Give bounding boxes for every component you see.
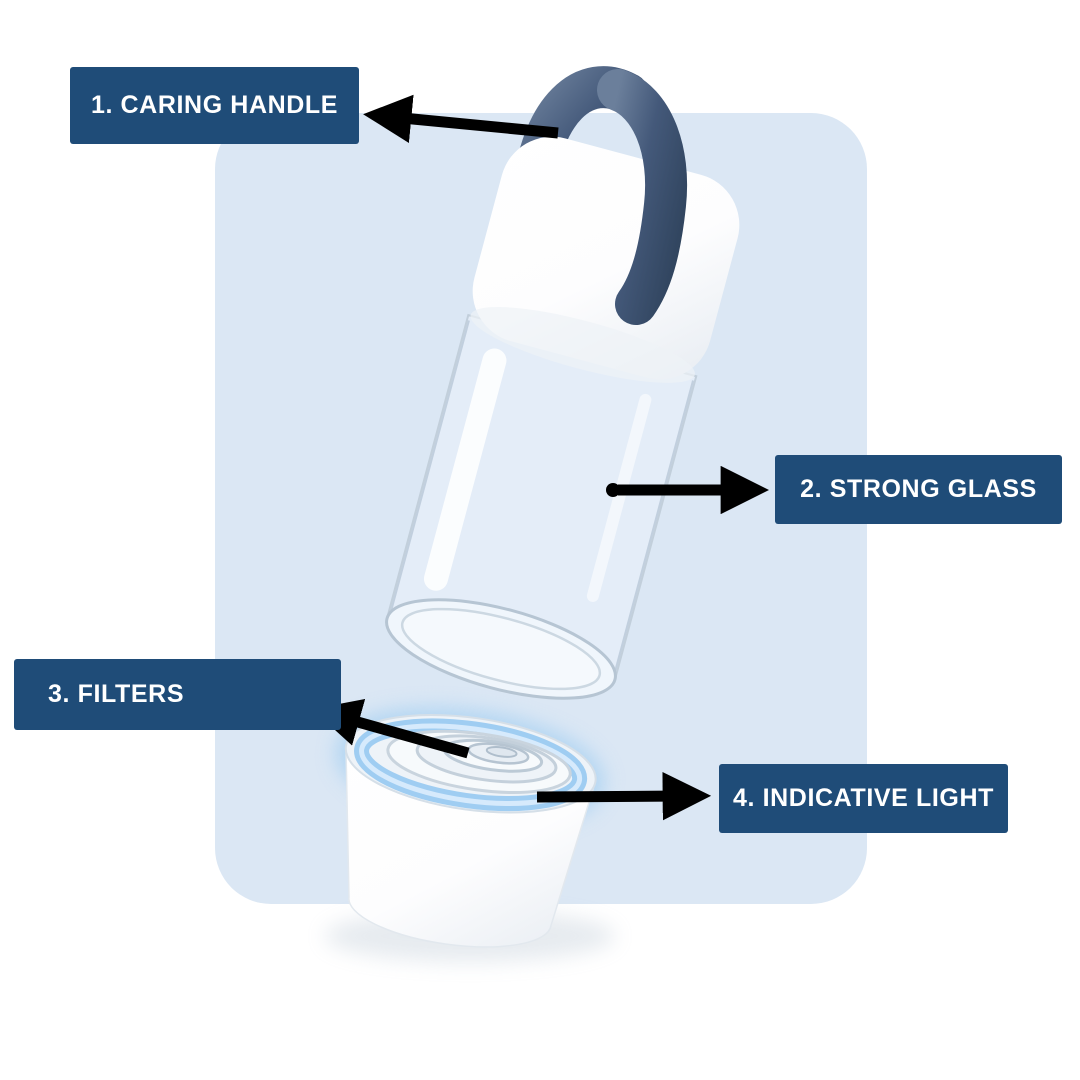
arrow-caring-handle xyxy=(363,94,559,143)
glass-right-edge xyxy=(614,380,694,671)
arrow-caring-handle-line xyxy=(363,94,559,143)
caring-handle-strap-front xyxy=(597,69,687,325)
glass-body xyxy=(385,313,698,700)
indicator-light-ring-highlight xyxy=(359,723,583,807)
callout-filters-label: 3. FILTERS xyxy=(48,680,185,708)
callout-strong-glass-label: 2. STRONG GLASS xyxy=(800,475,1037,503)
callout-filters: 3. FILTERS xyxy=(14,659,341,730)
glass-highlight-right xyxy=(586,393,652,602)
glass-highlight-left xyxy=(423,348,507,591)
filter-ring-5 xyxy=(485,746,518,758)
glass-left-edge xyxy=(390,320,470,611)
arrow-indicative-light xyxy=(536,771,712,821)
glass-mouth-rim xyxy=(385,598,617,700)
callout-indicative-light-label: 4. INDICATIVE LIGHT xyxy=(733,784,994,812)
glass-mouth-inner xyxy=(400,607,602,691)
arrow-strong-glass xyxy=(606,465,770,515)
arrow-strong-glass-dot xyxy=(606,483,620,497)
callout-caring-handle: 1. CARING HANDLE xyxy=(70,67,359,144)
callout-strong-glass: 2. STRONG GLASS xyxy=(775,455,1062,524)
bottle-cap-bottom-shade xyxy=(470,307,695,383)
arrow-filters xyxy=(312,698,470,759)
callout-indicative-light: 4. INDICATIVE LIGHT xyxy=(719,764,1008,833)
arrow-filters-line xyxy=(312,698,470,759)
callout-caring-handle-label: 1. CARING HANDLE xyxy=(90,91,339,119)
arrow-indicative-light-line xyxy=(536,771,712,821)
